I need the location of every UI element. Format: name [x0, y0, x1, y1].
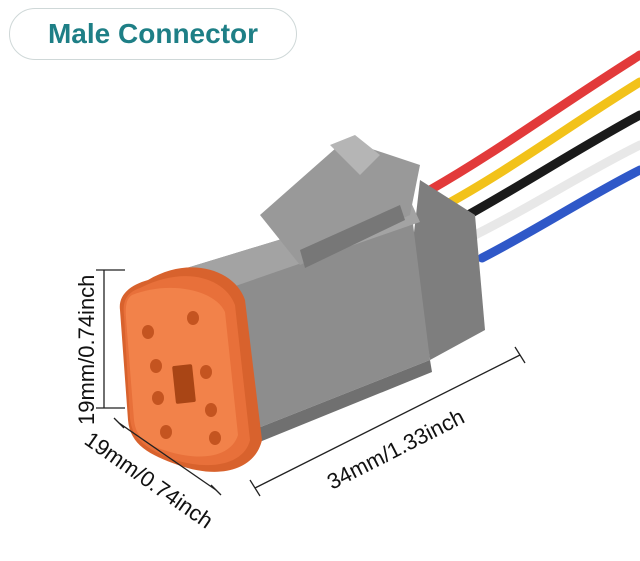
product-title-badge: Male Connector	[9, 8, 297, 60]
width-dimension-line	[118, 422, 217, 491]
wire-blue	[477, 165, 640, 263]
length-dimension-line	[254, 354, 521, 489]
wire-white	[460, 140, 640, 245]
connector-housing	[180, 135, 485, 458]
dimension-lines	[96, 269, 526, 497]
height-dimension-label: 19mm/0.74inch	[74, 275, 99, 425]
wire-black	[445, 110, 640, 230]
wire-red	[425, 50, 640, 195]
wire-bundle	[425, 50, 640, 263]
wire-yellow	[435, 77, 640, 213]
product-title: Male Connector	[47, 18, 259, 49]
connector-face	[125, 287, 238, 457]
